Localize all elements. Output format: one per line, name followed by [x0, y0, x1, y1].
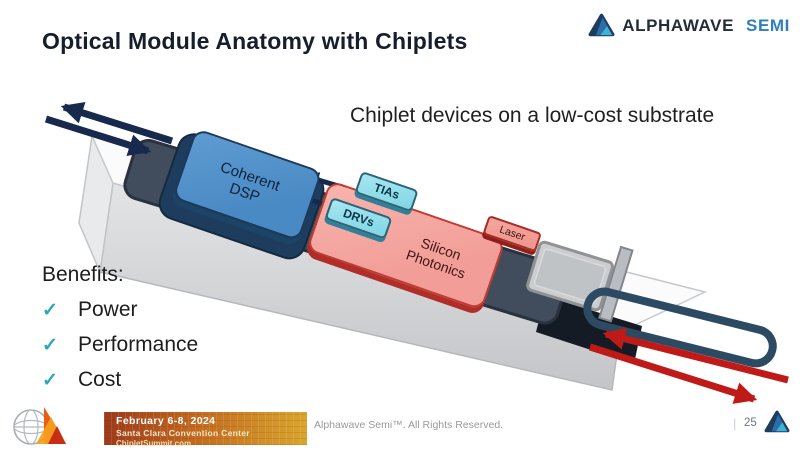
- check-icon: ✓: [42, 369, 58, 391]
- alphawave-brand-text: ALPHAWAVE: [622, 15, 735, 35]
- chip-laser-label: Laser: [497, 223, 527, 244]
- benefit-item-power: ✓ Power: [42, 298, 198, 322]
- module-end-cap: [598, 245, 634, 323]
- benefits-list: Benefits: ✓ Power ✓ Performance ✓ Cost: [42, 263, 198, 392]
- chip-tias-label: TIAs: [372, 179, 402, 202]
- diagram-caption: Chiplet devices on a low-cost substrate: [350, 104, 715, 127]
- page-divider: |: [733, 416, 737, 431]
- optical-io-arrows: [588, 327, 789, 404]
- copyright-text: Alphawave Semi™. All Rights Reserved.: [314, 419, 504, 431]
- event-banner: February 6-8, 2024 Santa Clara Conventio…: [104, 412, 307, 448]
- electrical-io-arrows: [44, 102, 174, 156]
- check-icon: ✓: [42, 299, 58, 321]
- event-date: February 6-8, 2024: [116, 415, 216, 427]
- benefits-heading: Benefits:: [42, 263, 124, 286]
- slide-title: Optical Module Anatomy with Chiplets: [42, 28, 468, 54]
- chip-drvs-label: DRVs: [341, 205, 377, 230]
- event-venue: Santa Clara Convention Center: [116, 428, 250, 438]
- benefit-label: Performance: [78, 333, 199, 356]
- benefit-label: Power: [78, 298, 138, 321]
- chiplet-summit-logo: CHIPLET SUMMIT: [4, 404, 106, 448]
- benefit-item-cost: ✓ Cost: [42, 368, 198, 392]
- bail-loop: [583, 287, 777, 368]
- event-website: ChipletSummit.com: [116, 439, 192, 448]
- alphawave-triangle-icon: [588, 13, 615, 37]
- alphawave-triangle-icon-small: [764, 410, 790, 433]
- benefit-item-performance: ✓ Performance: [42, 333, 198, 357]
- chiplet-summit-globe-icon: [13, 407, 66, 445]
- alphawave-suffix-text: SEMI: [746, 15, 790, 35]
- alphawave-logo: ALPHAWAVE SEMI: [588, 13, 790, 38]
- chip-coherent-dsp-label: Coherent DSP: [218, 158, 283, 206]
- check-icon: ✓: [42, 334, 58, 356]
- benefit-label: Cost: [78, 368, 122, 391]
- chip-silicon-photonics-label: Silicon Photonics: [404, 234, 468, 282]
- page-number: 25: [744, 417, 757, 429]
